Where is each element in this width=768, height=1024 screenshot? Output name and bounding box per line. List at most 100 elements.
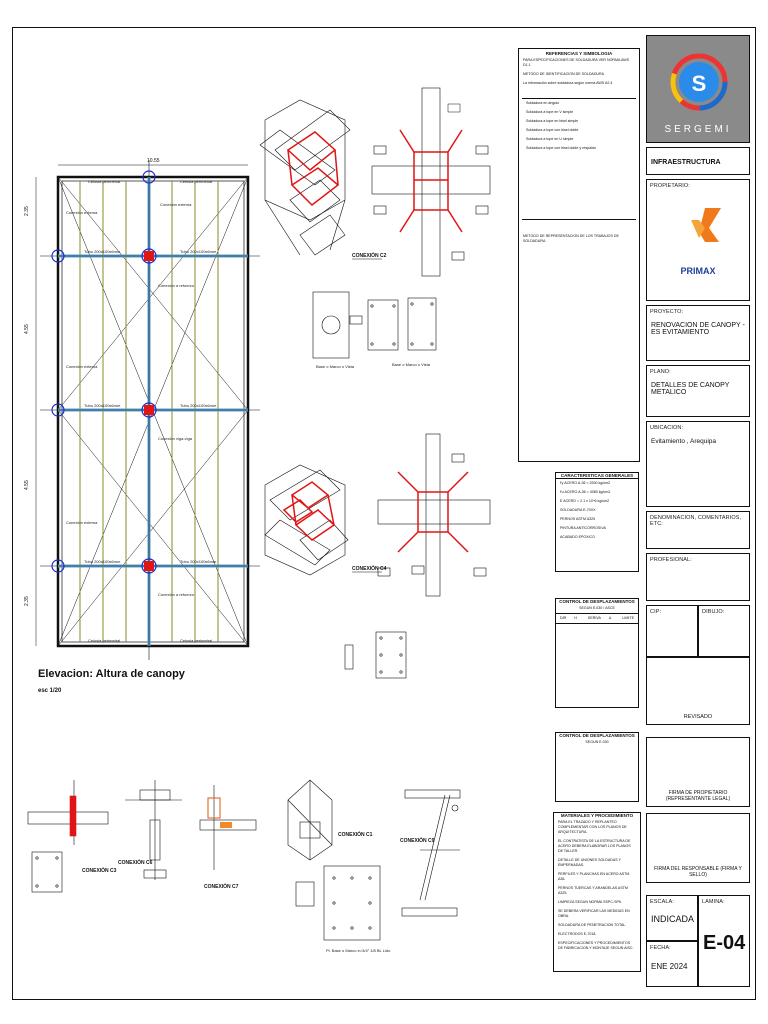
welding-notes-line-1: METODO DE IDENTIFICACION DE SOLDADURA (523, 72, 605, 76)
weld-symbol-table: Soldadura en ángulo Soldadura a tope en … (522, 98, 636, 220)
connection-c2-label: CONEXIÓN C2 (352, 251, 387, 259)
materials-item-1: EL CONTRATISTA DE LA ESTRUCTURA DE ACERO… (558, 839, 631, 853)
elevation-dimensions: 10.55 2.35 4.55 4.55 2.35 (24, 158, 160, 606)
location-value: Evitamiento , Arequipa (651, 438, 717, 445)
welding-notes-heading: REFERENCIAS Y SIMBOLOGIA (545, 51, 613, 56)
owner-label: PROPIETARIO: (650, 183, 690, 189)
label-tube-6: Tubo 200x100x6mm (180, 559, 217, 564)
connection-c4-iso (264, 464, 349, 576)
elevation-labels: Celosia perimetral Celosia perimetral Co… (66, 179, 217, 643)
plan-value: DETALLES DE CANOPY METALICO (651, 382, 730, 396)
materials-item-8: ELECTRODOS E-7018. (558, 932, 597, 936)
weld-row-7: Soldadura a tope en U simple (526, 137, 574, 141)
dim-left-2: 4.55 (24, 324, 30, 334)
materials-item-7: SOLDADURA DE PENETRACION TOTAL. (558, 923, 627, 927)
materials-heading: MATERIALES Y PROCEDIMIENTO (560, 813, 634, 818)
dim-left-3: 4.55 (24, 480, 30, 490)
weld-row-3: Soldadura en ángulo (526, 101, 560, 105)
specs-heading: CARACTERISTICAS GENERALES (560, 473, 634, 478)
label-exterior-3: Conexión externa (66, 364, 98, 369)
project-label: PROYECTO: (650, 309, 684, 315)
control1-col-2: DERIVA (587, 616, 601, 620)
weld-row-5: Soldadura a tope en bisel simple (526, 119, 579, 123)
date-cell: FECHA: ENE 2024 (646, 941, 698, 987)
reviewed-label: REVISADO (683, 714, 713, 720)
materials-item-0: PARA EL TRAZADO Y REPLANTEO COMPLEMENTAR… (558, 820, 627, 834)
dim-left-4: 2.35 (24, 596, 30, 606)
location-label: UBICACION: (650, 425, 684, 431)
infra-cell: INFRAESTRUCTURA (646, 147, 750, 175)
resp-sign-cell: FIRMA DEL RESPONSABLE (FIRMA Y SELLO) (646, 813, 750, 883)
scale-value: INDICADA (651, 914, 695, 924)
control-panel-2: CONTROL DE DESPLAZAMIENTOS SEGUN E.030 (555, 732, 639, 802)
label-perimeter-bottom: Celosia perimetral (88, 638, 120, 643)
label-exterior-4: Conexión externa (66, 520, 98, 525)
project-value: RENOVACION DE CANOPY - ES EVITAMIENTO (651, 322, 745, 336)
control1-col-3: Δ (608, 616, 612, 620)
label-tube-3: Tubo 200x100x6mm (84, 403, 121, 408)
detail-c3 (27, 780, 109, 893)
label-edge: Conexión viga-viga (158, 436, 193, 441)
owner-brand: PRIMAX (680, 266, 716, 276)
sheet-label: LAMINA: (702, 899, 725, 905)
professional-cell: PROFESIONAL: (646, 553, 750, 601)
specs-row-5: PINTURA ANTICORROSIVA (560, 526, 606, 530)
owner-cell: PROPIETARIO: PRIMAX (646, 179, 750, 301)
welding-notes-line-0: PARA ESPECIFICACIONES DE SOLDADURA VER N… (523, 58, 630, 67)
connection-c3-label: CONEXIÓN C3 (82, 866, 117, 874)
weld-row-6: Soldadura a tope con bisel doble (526, 128, 579, 132)
cip-label: CIP: (650, 609, 662, 615)
connection-c1-label: CONEXIÓN C1 (338, 830, 373, 838)
materials-panel: MATERIALES Y PROCEDIMIENTO PARA EL TRAZA… (553, 812, 641, 972)
owner-sign-cell: FIRMA DE PROPIETARIO (REPRESENTANTE LEGA… (646, 737, 750, 807)
control2-sub: SEGUN E.030 (585, 740, 609, 744)
elevation-title: Elevacion: Altura de canopy (38, 668, 185, 680)
sheet-value: E-04 (703, 932, 746, 954)
connection-c4-plan (377, 433, 491, 597)
drawing-cell: DIBUJO: (698, 605, 750, 657)
detail-c9 (401, 789, 461, 917)
date-value: ENE 2024 (651, 962, 688, 971)
label-exterior: Conexión externa (66, 210, 98, 215)
plate-note-2: Base o Marco o Vista (392, 362, 431, 367)
plate-note-3: Pl. Base o Marco e=3/4" 1/8 BL Lido (326, 948, 391, 953)
label-tube-5: Tubo 200x100x6mm (84, 559, 121, 564)
label-perimeter-top2: Celosia perimetral (180, 179, 212, 184)
weld-row-8: Soldadura a tope con bisel doble y respa… (526, 146, 596, 150)
primax-logo-icon (691, 208, 721, 242)
detail-c1 (287, 779, 381, 941)
specs-row-4: PERNOS ASTM A325 (560, 517, 596, 521)
control1-col-0: DIR (560, 616, 567, 620)
specs-row-0: f'y ACERO A-36 = 2530 kg/cm2 (556, 478, 638, 488)
plan-label: PLANO: (650, 369, 671, 375)
resp-sign-label: FIRMA DEL RESPONSABLE (FIRMA Y SELLO) (654, 866, 742, 878)
control2-heading: CONTROL DE DESPLAZAMIENTOS (559, 733, 635, 738)
scale-label: ESCALA: (650, 899, 674, 905)
plate-note-1: Base o Marco o Vista (316, 364, 355, 369)
cip-cell: CIP: (646, 605, 698, 657)
materials-item-6: SE DEBERA VERIFICAR LAS MEDIDAS EN OBRA. (558, 909, 630, 918)
dim-top-text: 10.55 (147, 158, 160, 164)
materials-item-9: ESPECIFICACIONES Y PROCEDIMIENTOS DE FAB… (558, 941, 634, 950)
scale-cell: ESCALA: INDICADA (646, 895, 698, 941)
weld-row-4: Soldadura a tope en V simple (526, 110, 574, 114)
date-label: FECHA: (650, 945, 671, 951)
connection-c6-label: CONEXIÓN C6 (118, 858, 153, 866)
control1-heading: CONTROL DE DESPLAZAMIENTOS (559, 599, 635, 604)
label-perimeter-bottom2: Celosia perimetral (180, 638, 212, 643)
connection-c2-iso (259, 99, 351, 256)
label-tube-4: Tubo 200x100x6mm (180, 403, 217, 408)
label-exterior-2: Conexión externa (160, 202, 192, 207)
specs-row-3: SOLDADURA E-70XX (560, 508, 596, 512)
control1-col-1: H (574, 616, 577, 620)
sheet-cell: LAMINA: E-04 (698, 895, 750, 987)
label-tube-2: Tubo 200x100x6mm (180, 249, 217, 254)
dim-left-1: 2.35 (24, 206, 30, 216)
materials-item-4: PERNOS TUERCAS Y ARANDELAS ASTM A325. (558, 886, 628, 895)
company-name: SERGEMI (664, 124, 732, 135)
drawing-sheet (12, 27, 756, 1000)
detail-c7 (199, 785, 257, 870)
label-tube-1: Tubo 200x100x6mm (84, 249, 121, 254)
specs-panel: CARACTERISTICAS GENERALES f'y ACERO A-36… (555, 472, 639, 572)
control1-cols: DIR H DERIVA Δ LIMITE (556, 613, 638, 624)
